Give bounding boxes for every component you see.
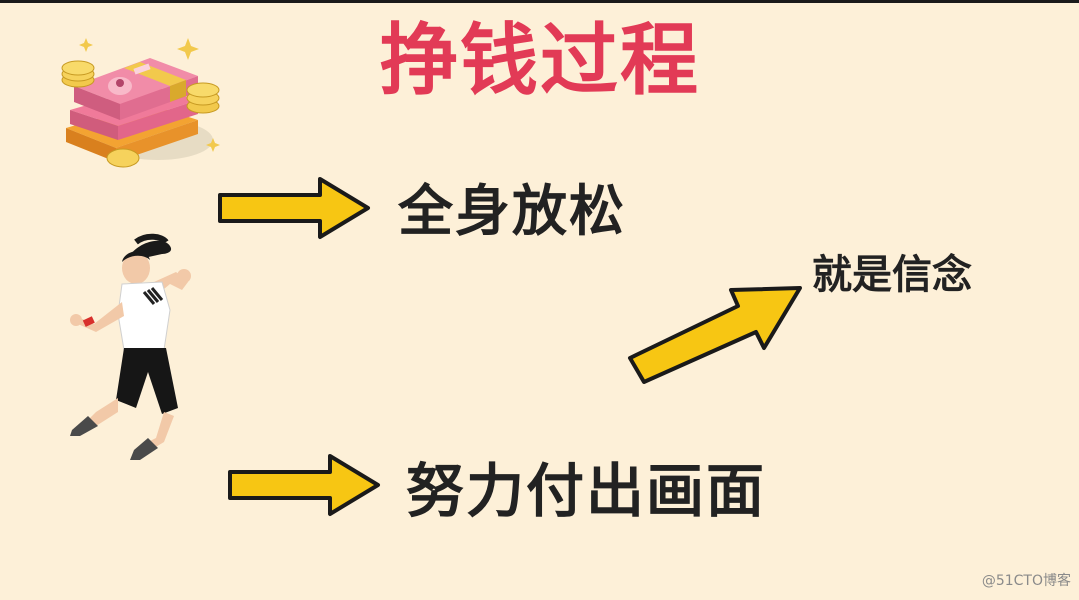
arrow-right-icon — [218, 177, 370, 239]
top-border — [0, 0, 1079, 3]
step-effort-label: 努力付出画面 — [406, 457, 767, 525]
slide-title: 挣钱过程 — [380, 16, 701, 106]
belief-label: 就是信念 — [812, 252, 972, 298]
arrow-up-right-icon — [628, 286, 802, 384]
watermark: @51CTO博客 — [981, 573, 1071, 589]
runner-illustration — [70, 233, 191, 460]
arrow-right-icon — [228, 454, 380, 516]
step-relax-label: 全身放松 — [398, 179, 627, 243]
money-stack-icon — [61, 38, 220, 168]
